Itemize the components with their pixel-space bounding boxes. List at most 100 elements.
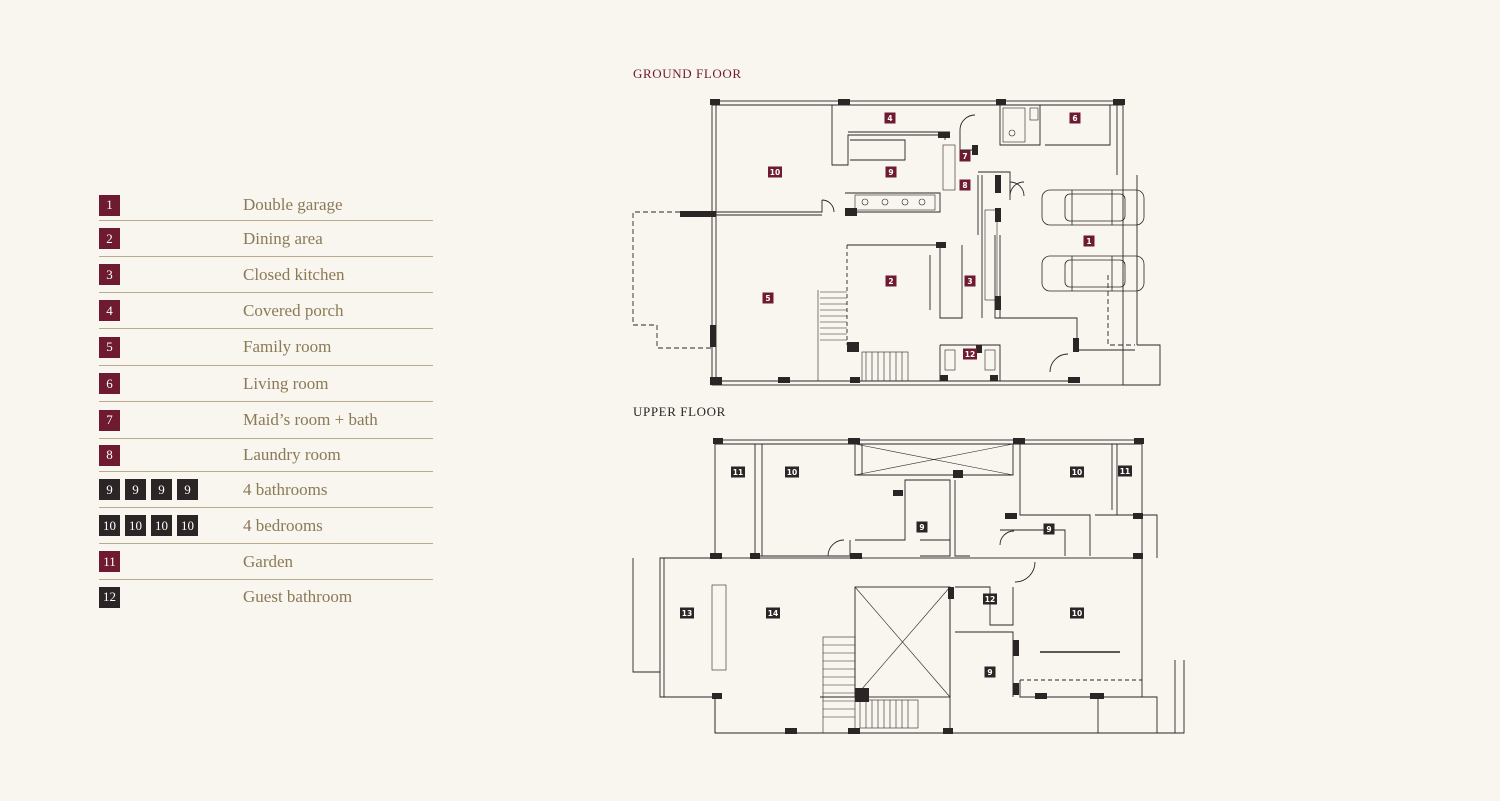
room-tag-box bbox=[1043, 523, 1055, 535]
room-tag-box bbox=[885, 166, 897, 178]
legend-number-badge: 6 bbox=[99, 373, 120, 394]
legend-item: 3 Closed kitchen bbox=[99, 257, 433, 293]
room-tag-label: 11 bbox=[1120, 467, 1130, 476]
legend-label: Closed kitchen bbox=[243, 264, 345, 284]
room-tag-label: 9 bbox=[987, 668, 992, 677]
legend-label: Laundry room bbox=[243, 445, 341, 464]
room-tag-label: 14 bbox=[768, 609, 778, 618]
room-tag-label: 12 bbox=[985, 595, 995, 604]
legend-number-badge: 12 bbox=[99, 586, 120, 608]
legend-number-badge: 10 bbox=[151, 515, 172, 536]
room-tag-box bbox=[963, 348, 977, 360]
legend-badges: 8 bbox=[99, 444, 243, 466]
room-tag-label: 1 bbox=[1086, 237, 1091, 246]
room-tag-box bbox=[680, 607, 694, 619]
room-tag-box bbox=[1070, 466, 1084, 478]
legend-label: Living room bbox=[243, 373, 329, 393]
legend-item: 11 Garden bbox=[99, 544, 433, 580]
legend-badges: 1 bbox=[99, 194, 243, 216]
ground-floor-title: GROUND FLOOR bbox=[633, 66, 742, 81]
legend-number-badge: 9 bbox=[151, 479, 172, 500]
room-tag-box bbox=[1118, 465, 1132, 477]
room-tag-box bbox=[785, 466, 799, 478]
room-tag-box bbox=[959, 150, 971, 162]
legend-item: 2 Dining area bbox=[99, 221, 433, 257]
legend-badges: 2 bbox=[99, 228, 243, 249]
legend-number-badge: 2 bbox=[99, 228, 120, 249]
room-tag-box bbox=[916, 521, 928, 533]
legend-label: Garden bbox=[243, 551, 294, 571]
legend-badges: 7 bbox=[99, 409, 243, 431]
legend-item: 5 Family room bbox=[99, 329, 433, 366]
room-tag-label: 6 bbox=[1072, 114, 1077, 123]
room-tag-box bbox=[731, 466, 745, 478]
legend-item: 7 Maid’s room + bath bbox=[99, 402, 433, 439]
legend-label: Maid’s room + bath bbox=[243, 410, 378, 429]
room-tag-box bbox=[983, 593, 997, 605]
room-tag-label: 8 bbox=[962, 181, 967, 190]
room-tag-box bbox=[885, 275, 897, 287]
room-tag-label: 7 bbox=[962, 152, 967, 161]
room-tag-label: 13 bbox=[682, 609, 692, 618]
room-tag-label: 12 bbox=[965, 350, 975, 359]
legend-badges: 11 bbox=[99, 551, 243, 572]
room-tag-box bbox=[768, 166, 782, 178]
room-tag-label: 10 bbox=[787, 468, 797, 477]
legend-number-badge: 11 bbox=[99, 551, 120, 572]
legend-number-badge: 4 bbox=[99, 300, 120, 321]
room-tag-label: 11 bbox=[733, 468, 743, 477]
legend-label: Guest bathroom bbox=[243, 587, 353, 606]
room-tag-box bbox=[1070, 607, 1084, 619]
legend-number-badge: 9 bbox=[99, 479, 120, 500]
legend-label: Dining area bbox=[243, 228, 323, 248]
upper-floor-plan bbox=[632, 439, 1185, 734]
room-tag-box bbox=[884, 112, 896, 124]
legend-number-badge: 10 bbox=[177, 515, 198, 536]
room-tag-label: 10 bbox=[1072, 468, 1082, 477]
room-tag-box bbox=[1083, 235, 1095, 247]
legend-badges: 12 bbox=[99, 586, 243, 608]
legend-number-badge: 7 bbox=[99, 409, 120, 431]
room-tag-label: 10 bbox=[770, 168, 780, 177]
ground-floor-columns bbox=[680, 99, 1125, 385]
room-tag-label: 9 bbox=[919, 523, 924, 532]
ground-floor-plan bbox=[632, 100, 1161, 386]
room-tag-label: 3 bbox=[967, 277, 972, 286]
room-tag-label: 10 bbox=[1072, 609, 1082, 618]
upper-floor-title: UPPER FLOOR bbox=[633, 404, 726, 419]
legend-number-badge: 5 bbox=[99, 336, 120, 358]
upper-floor-columns bbox=[710, 438, 1144, 734]
room-tag-box bbox=[964, 275, 976, 287]
legend-label: 4 bathrooms bbox=[243, 479, 328, 499]
legend-number-badge: 3 bbox=[99, 264, 120, 285]
legend-number-badge: 9 bbox=[177, 479, 198, 500]
room-tag-box bbox=[984, 666, 996, 678]
legend-badges: 5 bbox=[99, 336, 243, 358]
room-tag-label: 9 bbox=[888, 168, 893, 177]
room-tag-label: 2 bbox=[888, 277, 893, 286]
legend-label: 4 bedrooms bbox=[243, 515, 323, 535]
room-tag-box bbox=[762, 292, 774, 304]
room-tag-box bbox=[766, 607, 780, 619]
legend-label: Family room bbox=[243, 337, 332, 356]
legend-number-badge: 10 bbox=[125, 515, 146, 536]
legend-item: 8 Laundry room bbox=[99, 439, 433, 472]
legend-label: Double garage bbox=[243, 195, 343, 214]
room-tag-label: 9 bbox=[1046, 525, 1051, 534]
room-tag-label: 5 bbox=[765, 294, 770, 303]
legend-number-badge: 9 bbox=[125, 479, 146, 500]
legend-badges: 6 bbox=[99, 373, 243, 394]
legend-number-badge: 8 bbox=[99, 444, 120, 466]
room-tag-box bbox=[959, 179, 971, 191]
legend-item: 6 Living room bbox=[99, 366, 433, 402]
legend-badges: 3 bbox=[99, 264, 243, 285]
